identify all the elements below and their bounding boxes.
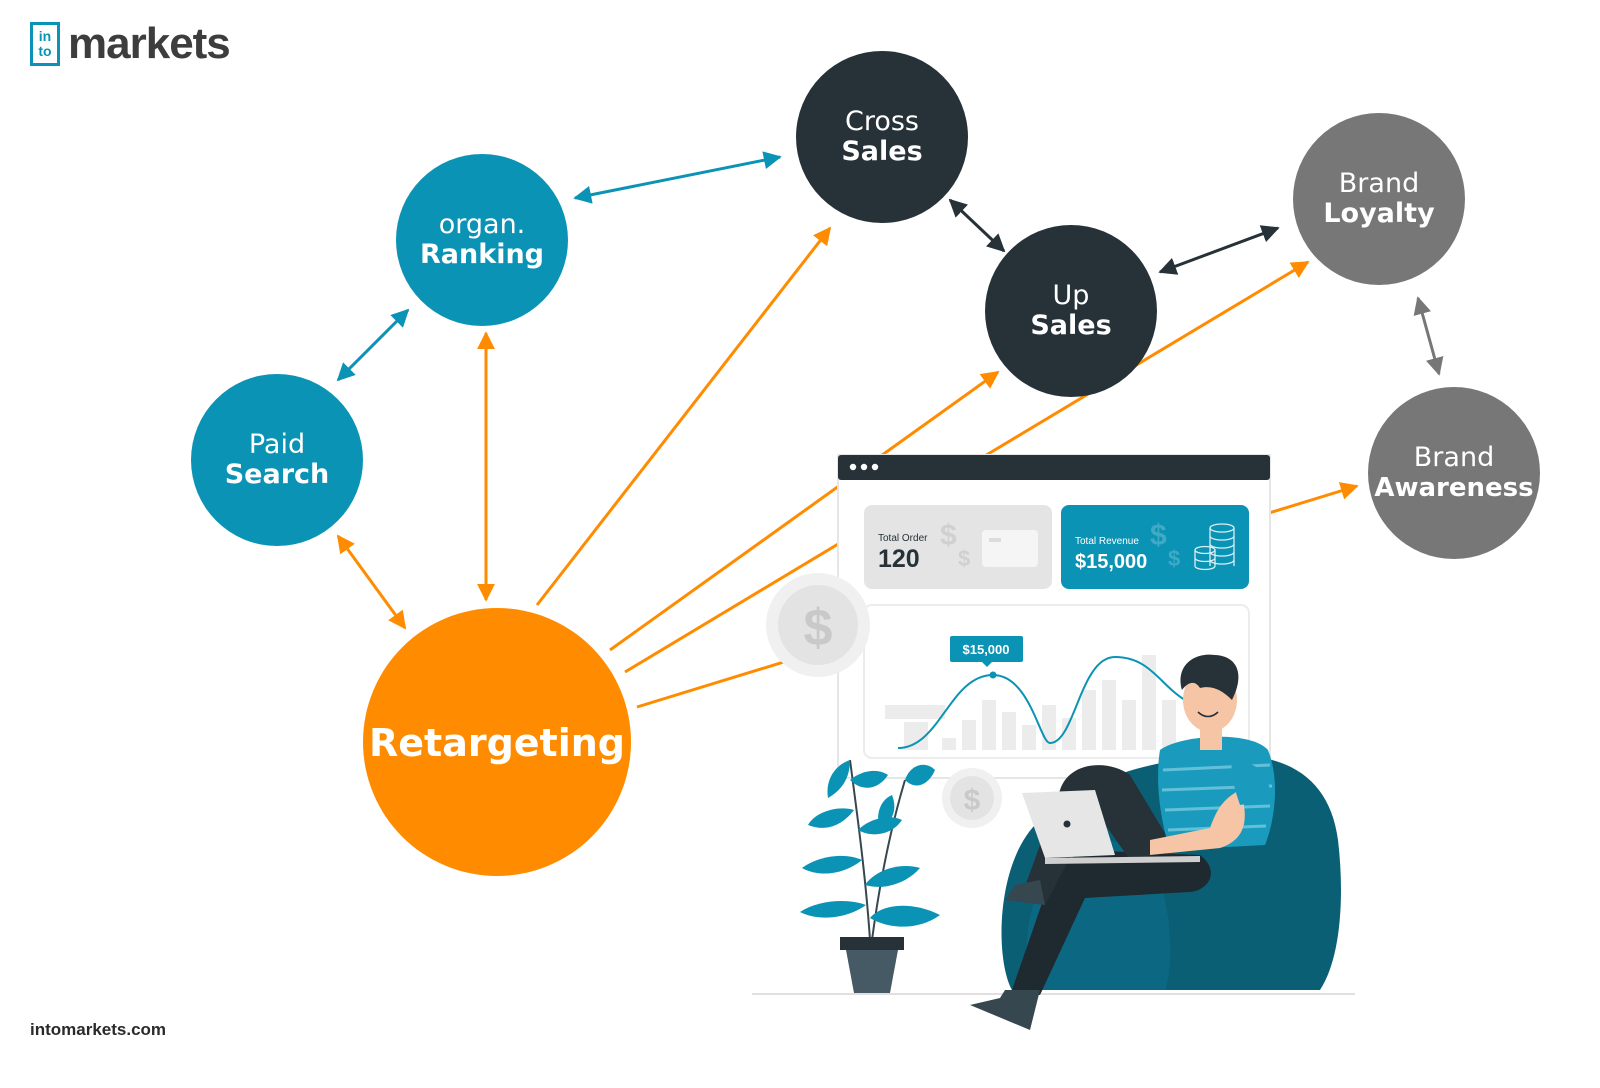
footer-website: intomarkets.com — [30, 1020, 167, 1039]
logo-badge-top: in — [38, 28, 52, 44]
dashboard-illustration: $ $ Total Order 120 $ $ Total Revenue $1… — [837, 454, 1271, 779]
dollar-watermark: $ — [940, 519, 957, 552]
node-paid-search: Paid Search — [191, 374, 363, 546]
node-organic-ranking-line2: Ranking — [420, 239, 544, 270]
window-dot — [871, 463, 879, 471]
chart-tooltip-text: $15,000 — [963, 642, 1010, 657]
arrow-loyalty-awareness — [1413, 296, 1444, 376]
node-brand-awareness: Brand Awareness — [1368, 387, 1540, 559]
dollar-watermark: $ — [958, 546, 970, 571]
chart-bars — [885, 655, 1176, 750]
plant-pot — [846, 950, 898, 993]
teal-arrows — [336, 151, 782, 382]
arrow-retargeting-cross-sales — [535, 226, 832, 606]
total-order-value: 120 — [878, 545, 920, 573]
total-order-label: Total Order — [878, 533, 928, 544]
total-revenue-value: $15,000 — [1075, 551, 1147, 573]
shoe — [1005, 880, 1045, 905]
intomarkets-logo: in to markets — [30, 19, 231, 68]
node-paid-search-line1: Paid — [249, 429, 305, 460]
dashboard-titlebar — [838, 455, 1270, 480]
arrow-paid-search-ranking — [336, 308, 410, 382]
node-brand-loyalty: Brand Loyalty — [1293, 113, 1465, 285]
logo-badge-bottom: to — [38, 43, 52, 59]
arrow-cross-up-sales — [948, 198, 1006, 253]
node-organic-ranking: organ. Ranking — [396, 154, 568, 326]
node-cross-sales-line1: Cross — [845, 106, 919, 137]
coin-stack-icon — [1194, 523, 1235, 571]
node-brand-loyalty-line2: Loyalty — [1323, 198, 1435, 229]
total-order-card — [864, 505, 1052, 589]
arrow-retargeting-up-sales — [609, 370, 1000, 652]
shoe — [970, 990, 1040, 1030]
node-organic-ranking-line1: organ. — [439, 209, 526, 240]
svg-text:$: $ — [804, 599, 833, 657]
node-retargeting-label: Retargeting — [369, 721, 625, 765]
chart-point — [989, 671, 997, 679]
logo-badge: in to — [30, 22, 60, 66]
logo-wordmark: markets — [68, 19, 231, 68]
node-brand-awareness-line2: Awareness — [1374, 473, 1533, 503]
node-brand-awareness-line1: Brand — [1414, 442, 1494, 473]
node-paid-search-line2: Search — [225, 459, 330, 490]
coin-icon: $ — [766, 573, 870, 677]
node-up-sales: Up Sales — [985, 225, 1157, 397]
window-dot — [849, 463, 857, 471]
coin-icon: $ — [942, 768, 1002, 828]
arrow-retargeting-paid-search — [336, 534, 407, 630]
node-cross-sales: Cross Sales — [796, 51, 968, 223]
revenue-trend-line — [897, 655, 1186, 749]
svg-text:$: $ — [964, 784, 981, 817]
node-up-sales-line1: Up — [1053, 280, 1090, 311]
node-retargeting: Retargeting — [363, 608, 631, 876]
node-up-sales-line2: Sales — [1030, 310, 1111, 341]
potted-plant-icon — [800, 759, 940, 993]
node-cross-sales-line2: Sales — [841, 136, 922, 167]
total-revenue-card — [1061, 505, 1249, 589]
credit-card-icon — [982, 530, 1038, 567]
arrow-ranking-cross-sales — [573, 151, 782, 204]
total-revenue-label: Total Revenue — [1075, 536, 1139, 547]
chart-tooltip — [950, 636, 1023, 662]
node-brand-loyalty-line1: Brand — [1339, 168, 1419, 199]
plant-pot-rim — [840, 937, 904, 950]
dollar-watermark: $ — [1150, 519, 1167, 552]
dollar-watermark: $ — [1168, 546, 1180, 571]
person-illustration — [970, 654, 1276, 1030]
arrow-up-sales-brand-loyalty — [1158, 225, 1280, 275]
window-dot — [860, 463, 868, 471]
